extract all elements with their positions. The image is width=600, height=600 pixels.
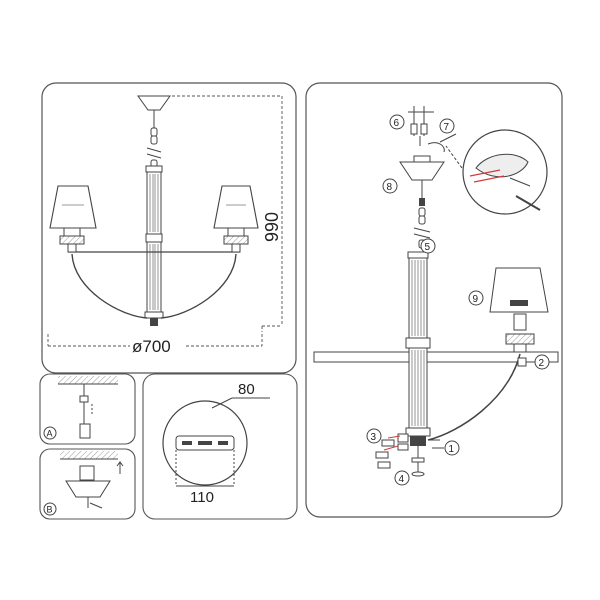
- height-dimension: [172, 95, 283, 332]
- detail-panel-a: A: [39, 373, 136, 445]
- assembly-panel: 6 7 8 5 9 2 3 1: [305, 82, 563, 518]
- left-lamp-shade: [49, 185, 97, 253]
- mounting-plate-panel: 80 110: [142, 373, 298, 520]
- svg-text:2: 2: [539, 358, 545, 369]
- step-marker-6: 6: [389, 114, 405, 130]
- wiring-zoom: [445, 129, 548, 215]
- svg-text:7: 7: [444, 122, 450, 133]
- overview-panel: 990 ø700: [41, 82, 297, 374]
- detail-label-a: A: [47, 429, 53, 439]
- diameter-label: ø700: [132, 337, 171, 356]
- step-marker-3: 3: [366, 428, 382, 444]
- step-marker-1: 1: [432, 440, 460, 456]
- svg-text:6: 6: [394, 118, 400, 129]
- svg-text:1: 1: [449, 444, 455, 455]
- detail-panel-b: B: [39, 448, 136, 520]
- step-marker-4: 4: [394, 470, 410, 486]
- svg-text:8: 8: [387, 182, 393, 193]
- plate-height-label: 80: [238, 381, 255, 398]
- right-lamp-shade: [213, 185, 259, 253]
- detail-label-b: B: [47, 505, 53, 515]
- step-marker-9: 9: [468, 290, 484, 306]
- svg-text:5: 5: [425, 242, 431, 253]
- step-marker-5: 5: [420, 238, 436, 254]
- diameter-dimension: [47, 334, 263, 347]
- svg-text:9: 9: [473, 294, 479, 305]
- height-label: 990: [262, 212, 282, 242]
- chain: [146, 127, 162, 169]
- plate-width-label: 110: [190, 489, 214, 506]
- step-marker-2: 2: [534, 354, 550, 370]
- svg-text:4: 4: [399, 474, 405, 485]
- svg-text:3: 3: [371, 432, 377, 443]
- step-marker-7: 7: [439, 118, 455, 134]
- step-marker-8: 8: [382, 178, 398, 194]
